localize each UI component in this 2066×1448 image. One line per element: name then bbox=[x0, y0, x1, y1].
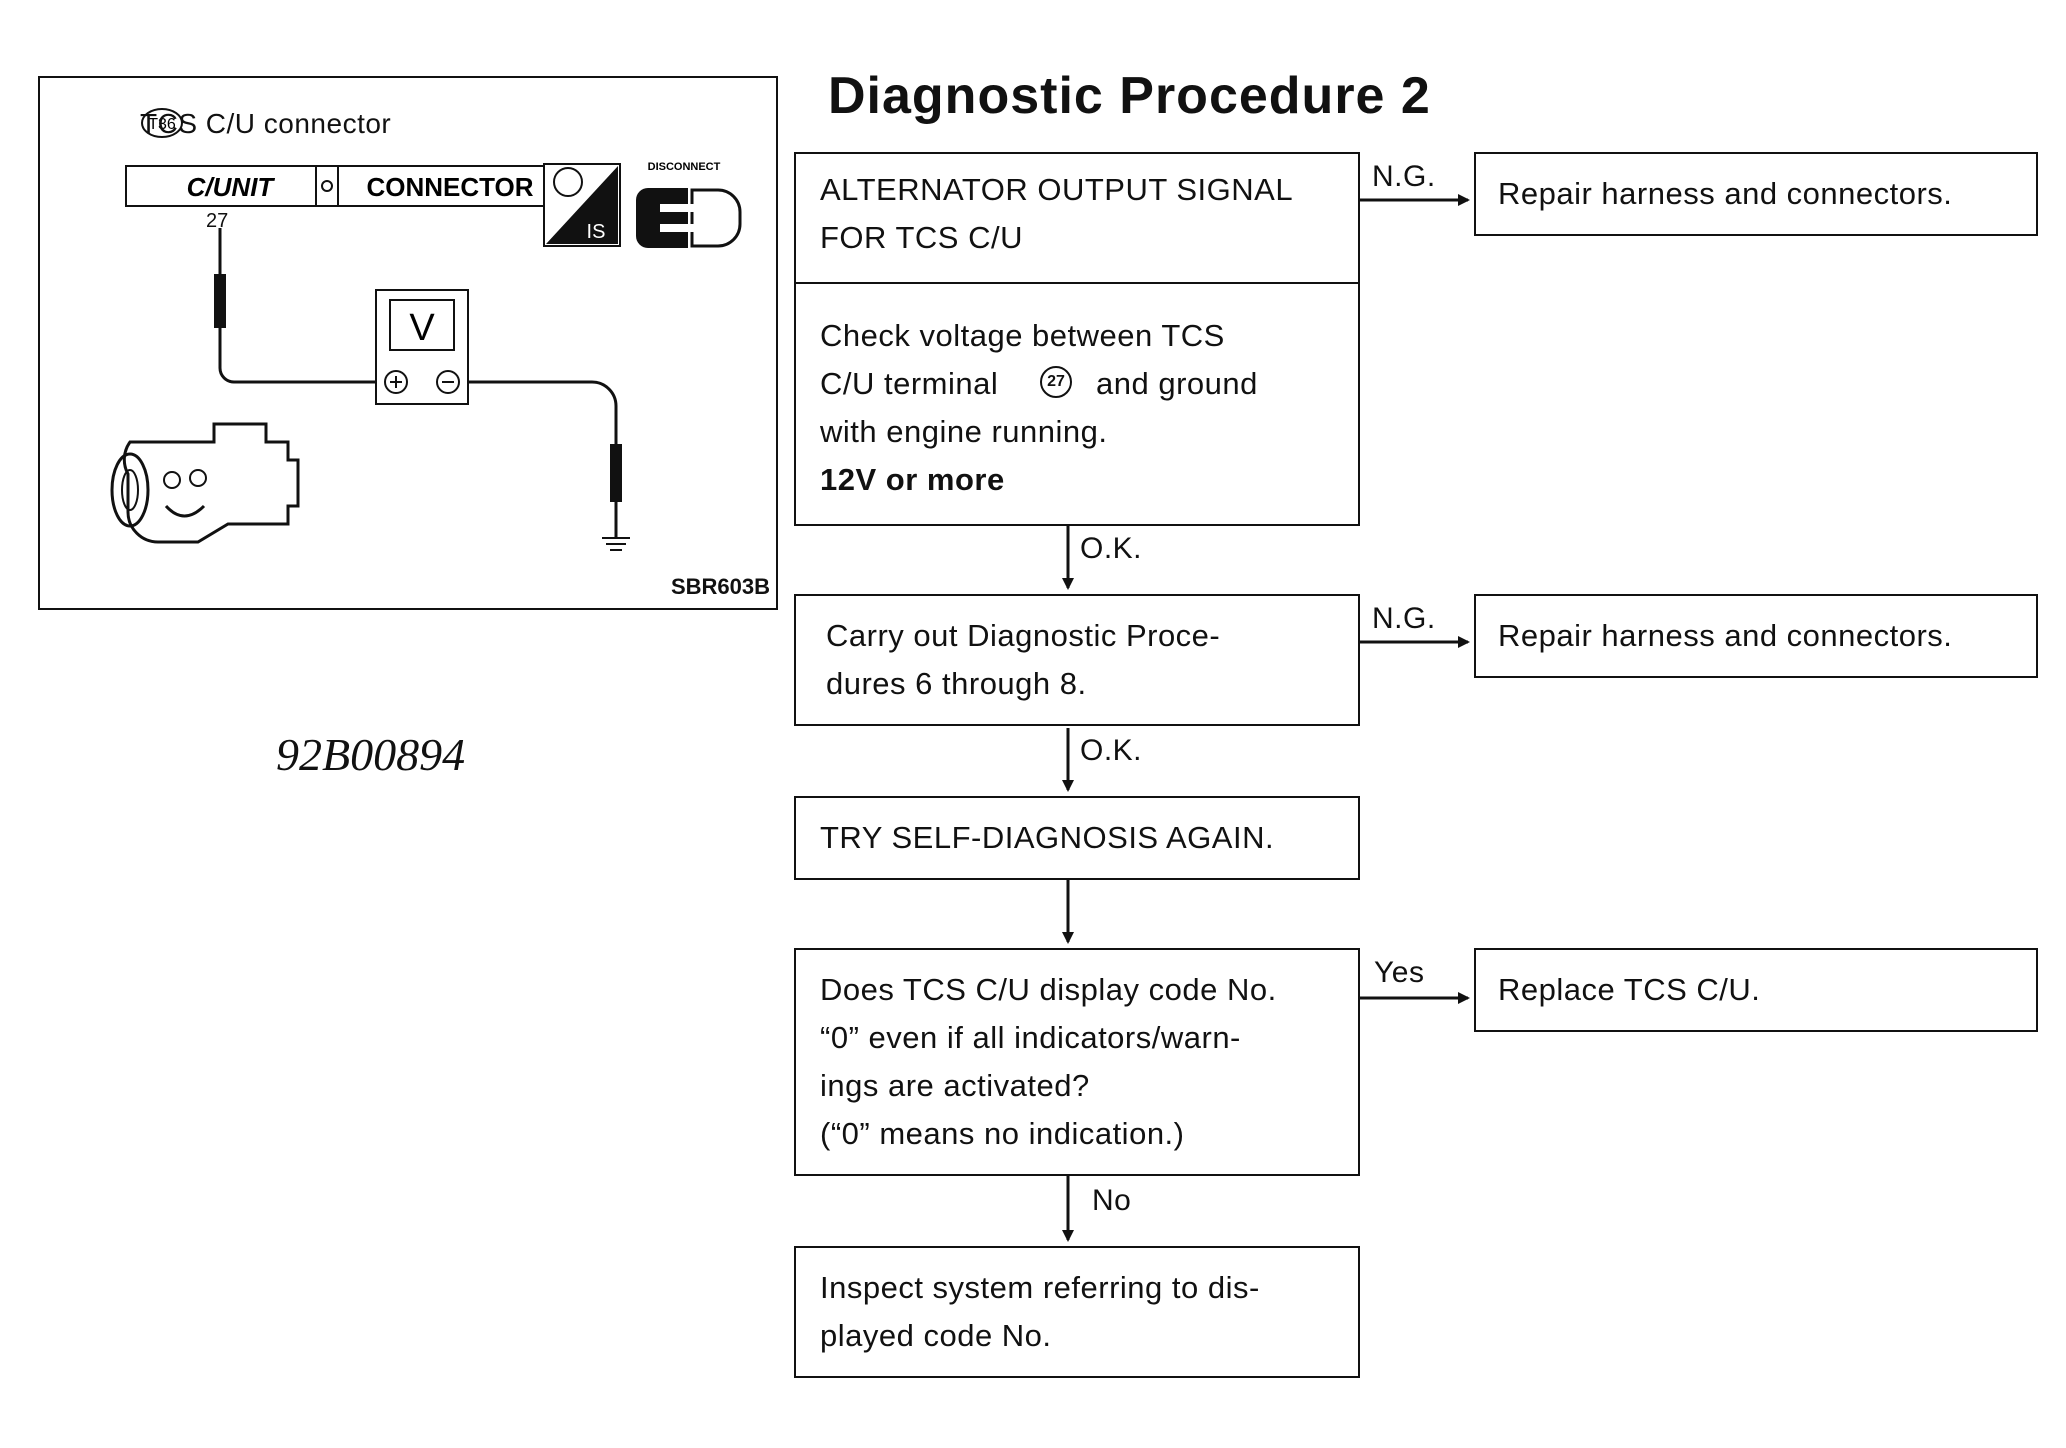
step4-box: Does TCS C/U display code No. “0” even i… bbox=[794, 948, 1360, 1176]
ignition-icon: IS bbox=[543, 163, 621, 247]
document-number: 92B00894 bbox=[276, 729, 466, 780]
step4-yes-action: Replace TCS C/U. bbox=[1498, 972, 1761, 1007]
step2-ng-action: Repair harness and connectors. bbox=[1498, 618, 1953, 653]
disconnect-label: DISCONNECT bbox=[648, 161, 721, 173]
ground-probe bbox=[468, 380, 630, 551]
step5-box: Inspect system referring to dis- played … bbox=[794, 1246, 1360, 1378]
step3-box: TRY SELF-DIAGNOSIS AGAIN. bbox=[794, 796, 1360, 880]
step1-terminal-badge: 27 bbox=[1040, 366, 1072, 398]
step1-ng-label: N.G. bbox=[1372, 160, 1436, 193]
step4-yes-label: Yes bbox=[1374, 956, 1425, 989]
wiring-figure: T36 C/UNIT CONNECTOR IS DISCONNECT bbox=[110, 108, 742, 551]
step2-ng-label: N.G. bbox=[1372, 602, 1436, 635]
positive-probe bbox=[214, 228, 376, 384]
connector-label: TCS C/U connector bbox=[140, 108, 392, 139]
ignition-badge-text: IS bbox=[587, 221, 606, 243]
disconnect-icon: DISCONNECT bbox=[636, 161, 742, 248]
step1-check-box: Check voltage between TCS C/U terminal 2… bbox=[794, 282, 1360, 526]
step5-text: Inspect system referring to dis- played … bbox=[820, 1270, 1260, 1353]
step1-body-a: Check voltage between TCS C/U terminal bbox=[820, 318, 1225, 401]
step4-text: Does TCS C/U display code No. “0” even i… bbox=[820, 972, 1277, 1151]
step2-ok-label: O.K. bbox=[1080, 734, 1143, 767]
connector-right-label: CONNECTOR bbox=[366, 172, 533, 202]
step1-heading-box: ALTERNATOR OUTPUT SIGNAL FOR TCS C/U bbox=[794, 152, 1360, 284]
step1-ng-action: Repair harness and connectors. bbox=[1498, 176, 1953, 211]
connector-badge: T36 bbox=[141, 108, 183, 138]
connector-badge-text: T36 bbox=[148, 116, 176, 133]
voltmeter: V bbox=[375, 289, 469, 405]
step3-text: TRY SELF-DIAGNOSIS AGAIN. bbox=[820, 820, 1275, 855]
step1-heading: ALTERNATOR OUTPUT SIGNAL FOR TCS C/U bbox=[820, 172, 1294, 255]
step1-ng-box: Repair harness and connectors. bbox=[1474, 152, 2038, 236]
connector-left-label: C/UNIT bbox=[187, 172, 276, 202]
step1-ok-label: O.K. bbox=[1080, 532, 1143, 565]
figure-code: SBR603B bbox=[670, 574, 770, 599]
terminal-number: 27 bbox=[206, 210, 229, 232]
step2-box: Carry out Diagnostic Proce- dures 6 thro… bbox=[794, 594, 1360, 726]
connector-bar: C/UNIT CONNECTOR bbox=[125, 165, 565, 207]
engine-mascot-icon bbox=[110, 422, 300, 544]
page-title: Diagnostic Procedure 2 bbox=[828, 67, 1431, 125]
step4-yes-box: Replace TCS C/U. bbox=[1474, 948, 2038, 1032]
step1-spec: 12V or more bbox=[820, 462, 1005, 497]
voltmeter-symbol: V bbox=[409, 307, 435, 349]
step2-ng-box: Repair harness and connectors. bbox=[1474, 594, 2038, 678]
connector-illustration: T36 C/UNIT CONNECTOR IS DISCONNECT bbox=[38, 76, 778, 610]
step1-body-b: and ground with engine running. bbox=[820, 366, 1258, 449]
step2-text: Carry out Diagnostic Proce- dures 6 thro… bbox=[826, 618, 1221, 701]
step4-no-label: No bbox=[1092, 1184, 1132, 1217]
